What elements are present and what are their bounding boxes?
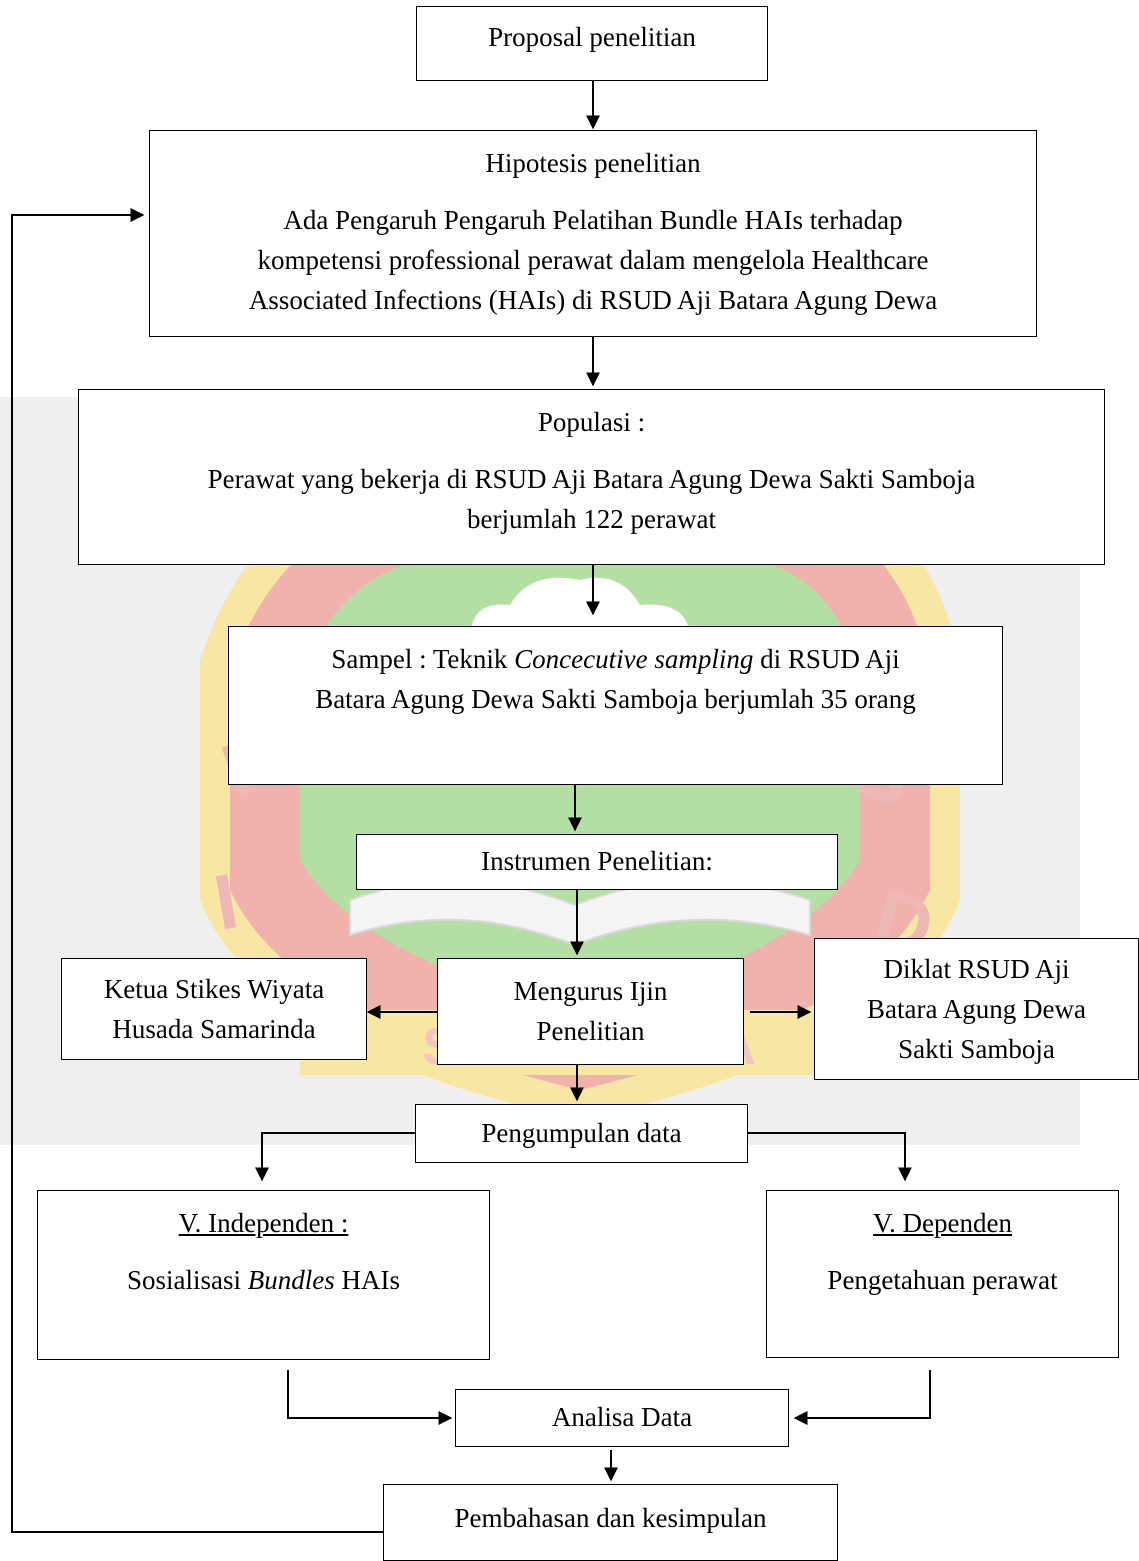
arrow-discussion-hypothesis	[11, 208, 383, 1533]
arrow-independent-analysis	[287, 1370, 453, 1425]
node-permit: Mengurus Ijin Penelitian	[437, 958, 744, 1065]
node-dependent: V. Dependen Pengetahuan perawat	[766, 1190, 1119, 1358]
node-proposal-text: Proposal penelitian	[488, 22, 696, 52]
node-independent-emph: Bundles	[247, 1265, 335, 1295]
node-diklat-line: Sakti Samboja	[898, 1034, 1055, 1064]
node-dependent-text: Pengetahuan perawat	[827, 1265, 1058, 1295]
node-independent-prefix: Sosialisasi	[126, 1265, 248, 1295]
node-population: Populasi : Perawat yang bekerja di RSUD …	[78, 389, 1105, 565]
node-independent-title: V. Independen :	[178, 1208, 349, 1238]
node-diklat-line: Diklat RSUD Aji	[883, 954, 1070, 984]
node-sample-line-1: Sampel : Teknik Concecutive sampling di …	[237, 639, 994, 679]
node-collection: Pengumpulan data	[415, 1104, 748, 1163]
node-hypothesis-line: Associated Infections (HAIs) di RSUD Aji…	[248, 285, 938, 315]
node-instrument-text: Instrumen Penelitian:	[481, 846, 713, 876]
node-analysis-text: Analisa Data	[551, 1402, 693, 1432]
node-population-title: Populasi :	[537, 407, 646, 437]
arrow-collection-independent	[255, 1132, 415, 1182]
node-population-line: Perawat yang bekerja di RSUD Aji Batara …	[207, 464, 976, 494]
node-sample-line-2: Batara Agung Dewa Sakti Samboja berjumla…	[315, 684, 916, 714]
node-diklat: Diklat RSUD Aji Batara Agung Dewa Sakti …	[814, 938, 1139, 1080]
node-permit-line: Penelitian	[536, 1016, 645, 1046]
node-diklat-line: Batara Agung Dewa	[867, 994, 1086, 1024]
node-dependent-title: V. Dependen	[873, 1208, 1012, 1238]
node-discussion: Pembahasan dan kesimpulan	[383, 1484, 838, 1561]
node-hypothesis-line: Ada Pengaruh Pengaruh Pelatihan Bundle H…	[283, 205, 903, 235]
node-stikes-line: Husada Samarinda	[112, 1014, 316, 1044]
node-sample-suffix: di RSUD Aji	[753, 644, 900, 674]
node-sample-prefix: Sampel : Teknik	[331, 644, 515, 674]
node-independent-suffix: HAIs	[334, 1265, 401, 1295]
node-analysis: Analisa Data	[455, 1389, 789, 1447]
arrow-dependent-analysis	[793, 1370, 931, 1425]
node-hypothesis: Hipotesis penelitian Ada Pengaruh Pengar…	[149, 130, 1037, 337]
node-instrument: Instrumen Penelitian:	[356, 834, 838, 890]
node-sample-method: Concecutive sampling	[514, 644, 754, 674]
node-hypothesis-line: kompetensi professional perawat dalam me…	[257, 245, 929, 275]
node-stikes: Ketua Stikes Wiyata Husada Samarinda	[61, 958, 367, 1060]
node-stikes-line: Ketua Stikes Wiyata	[103, 974, 325, 1004]
node-sample: Sampel : Teknik Concecutive sampling di …	[228, 626, 1003, 785]
node-collection-text: Pengumpulan data	[481, 1118, 682, 1148]
node-hypothesis-title: Hipotesis penelitian	[485, 148, 701, 178]
node-independent: V. Independen : Sosialisasi Bundles HAIs	[37, 1190, 490, 1360]
node-independent-text: Sosialisasi Bundles HAIs	[46, 1260, 481, 1300]
arrow-collection-dependent	[748, 1132, 912, 1182]
node-discussion-text: Pembahasan dan kesimpulan	[454, 1503, 767, 1533]
node-permit-line: Mengurus Ijin	[513, 976, 668, 1006]
node-population-line: berjumlah 122 perawat	[467, 504, 716, 534]
node-proposal: Proposal penelitian	[416, 6, 768, 81]
